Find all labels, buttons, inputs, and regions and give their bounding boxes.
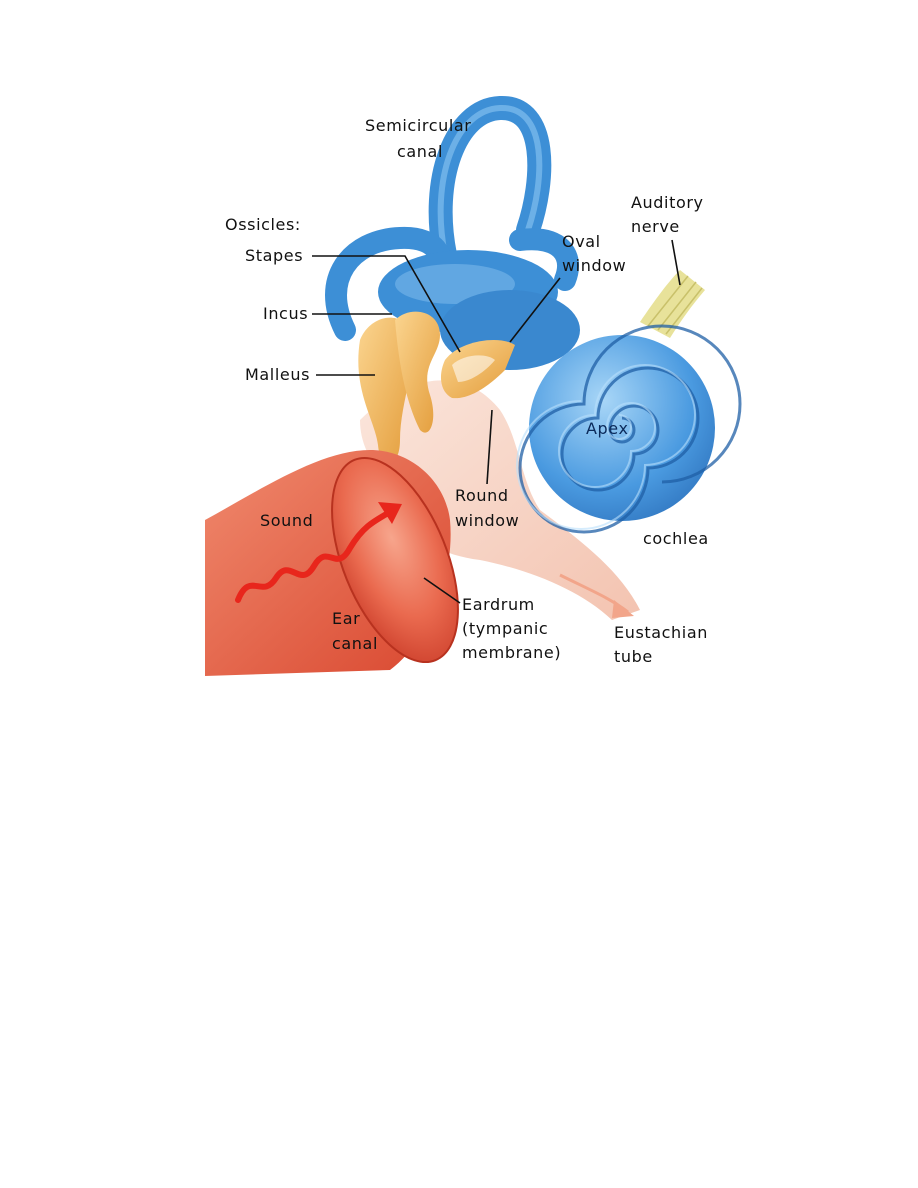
ossicles [358,311,515,464]
incus-bone [395,311,440,433]
label-ear-canal: Ear canal [332,609,378,653]
label-ossicles: Ossicles: [225,215,301,234]
label-apex: Apex [586,419,629,438]
label-stapes: Stapes [245,246,303,265]
label-sound: Sound [260,511,313,530]
label-auditory-nerve: Auditory nerve [631,193,709,236]
cochlea [516,324,742,534]
eardrum-membrane [331,456,459,664]
label-cochlea: cochlea [643,529,709,548]
label-malleus: Malleus [245,365,310,384]
label-eustachian-tube: Eustachian tube [614,623,714,666]
label-round-window: Round window [455,486,519,530]
label-oval-window: Oval window [562,232,626,275]
label-incus: Incus [263,304,308,323]
eustachian-arrowhead [612,600,634,618]
label-semicircular-canal: Semicircular canal [365,116,477,161]
middle-ear-cavity [360,380,640,620]
label-eardrum: Eardrum (tympanic membrane) [462,595,561,662]
sound-wave-arrow [235,502,402,603]
leader-lines [312,239,681,604]
